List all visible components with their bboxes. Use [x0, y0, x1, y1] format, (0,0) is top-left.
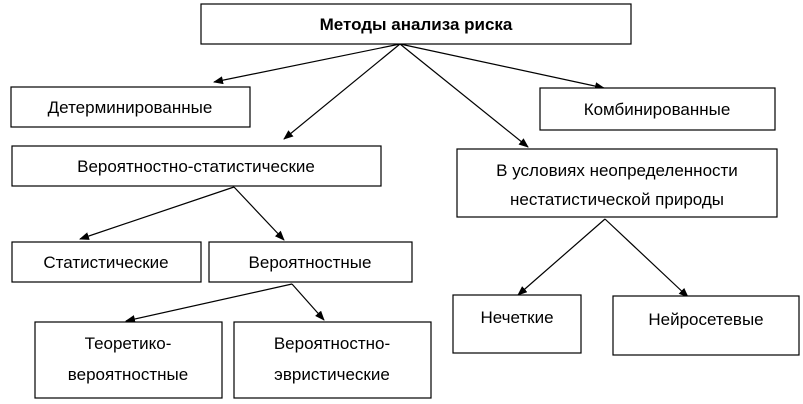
node-root-label: Методы анализа риска: [320, 15, 513, 34]
node-prob-heur: Вероятностно- эвристические: [233, 321, 432, 399]
node-statistical-label: Статистические: [43, 253, 168, 272]
node-uncertainty: В условиях неопределенности нестатистиче…: [456, 148, 778, 218]
node-neural: Нейросетевые: [612, 295, 800, 356]
edge-uncertainty-fuzzy: [517, 218, 606, 296]
node-statistical: Статистические: [11, 241, 202, 283]
node-theor-prob-line2: вероятностные: [68, 365, 188, 384]
node-fuzzy: Нечеткие: [452, 294, 582, 354]
node-root: Методы анализа риска: [200, 3, 632, 45]
node-prob-stat-label: Вероятностно-статистические: [77, 157, 315, 176]
edge-root-prob-stat: [283, 43, 401, 140]
node-theor-prob: Теоретико- вероятностные: [34, 321, 223, 399]
edge-probstat-probabilistic: [233, 186, 285, 241]
node-uncertainty-line2: нестатистической природы: [510, 190, 724, 209]
edge-probabilistic-heur: [291, 283, 325, 321]
edge-probabilistic-theor: [125, 283, 293, 323]
node-prob-stat: Вероятностно-статистические: [11, 145, 382, 187]
edge-root-deterministic: [213, 43, 401, 85]
edge-root-combined: [399, 43, 605, 91]
node-uncertainty-line1: В условиях неопределенности: [496, 161, 738, 180]
node-combined-label: Комбинированные: [584, 100, 731, 119]
node-neural-label: Нейросетевые: [648, 310, 763, 329]
node-theor-prob-line1: Теоретико-: [85, 334, 172, 353]
node-combined: Комбинированные: [539, 87, 776, 131]
node-probabilistic: Вероятностные: [208, 241, 413, 283]
node-deterministic-label: Детерминированные: [48, 98, 213, 117]
edge-probstat-statistical: [79, 186, 235, 240]
edge-root-uncertainty: [399, 43, 529, 148]
node-fuzzy-label: Нечеткие: [480, 308, 553, 327]
node-prob-heur-line2: эвристические: [274, 365, 390, 384]
node-deterministic: Детерминированные: [10, 86, 251, 128]
edges: [79, 43, 689, 323]
edge-uncertainty-neural: [604, 218, 689, 298]
node-probabilistic-label: Вероятностные: [249, 253, 372, 272]
node-prob-heur-line1: Вероятностно-: [274, 334, 390, 353]
